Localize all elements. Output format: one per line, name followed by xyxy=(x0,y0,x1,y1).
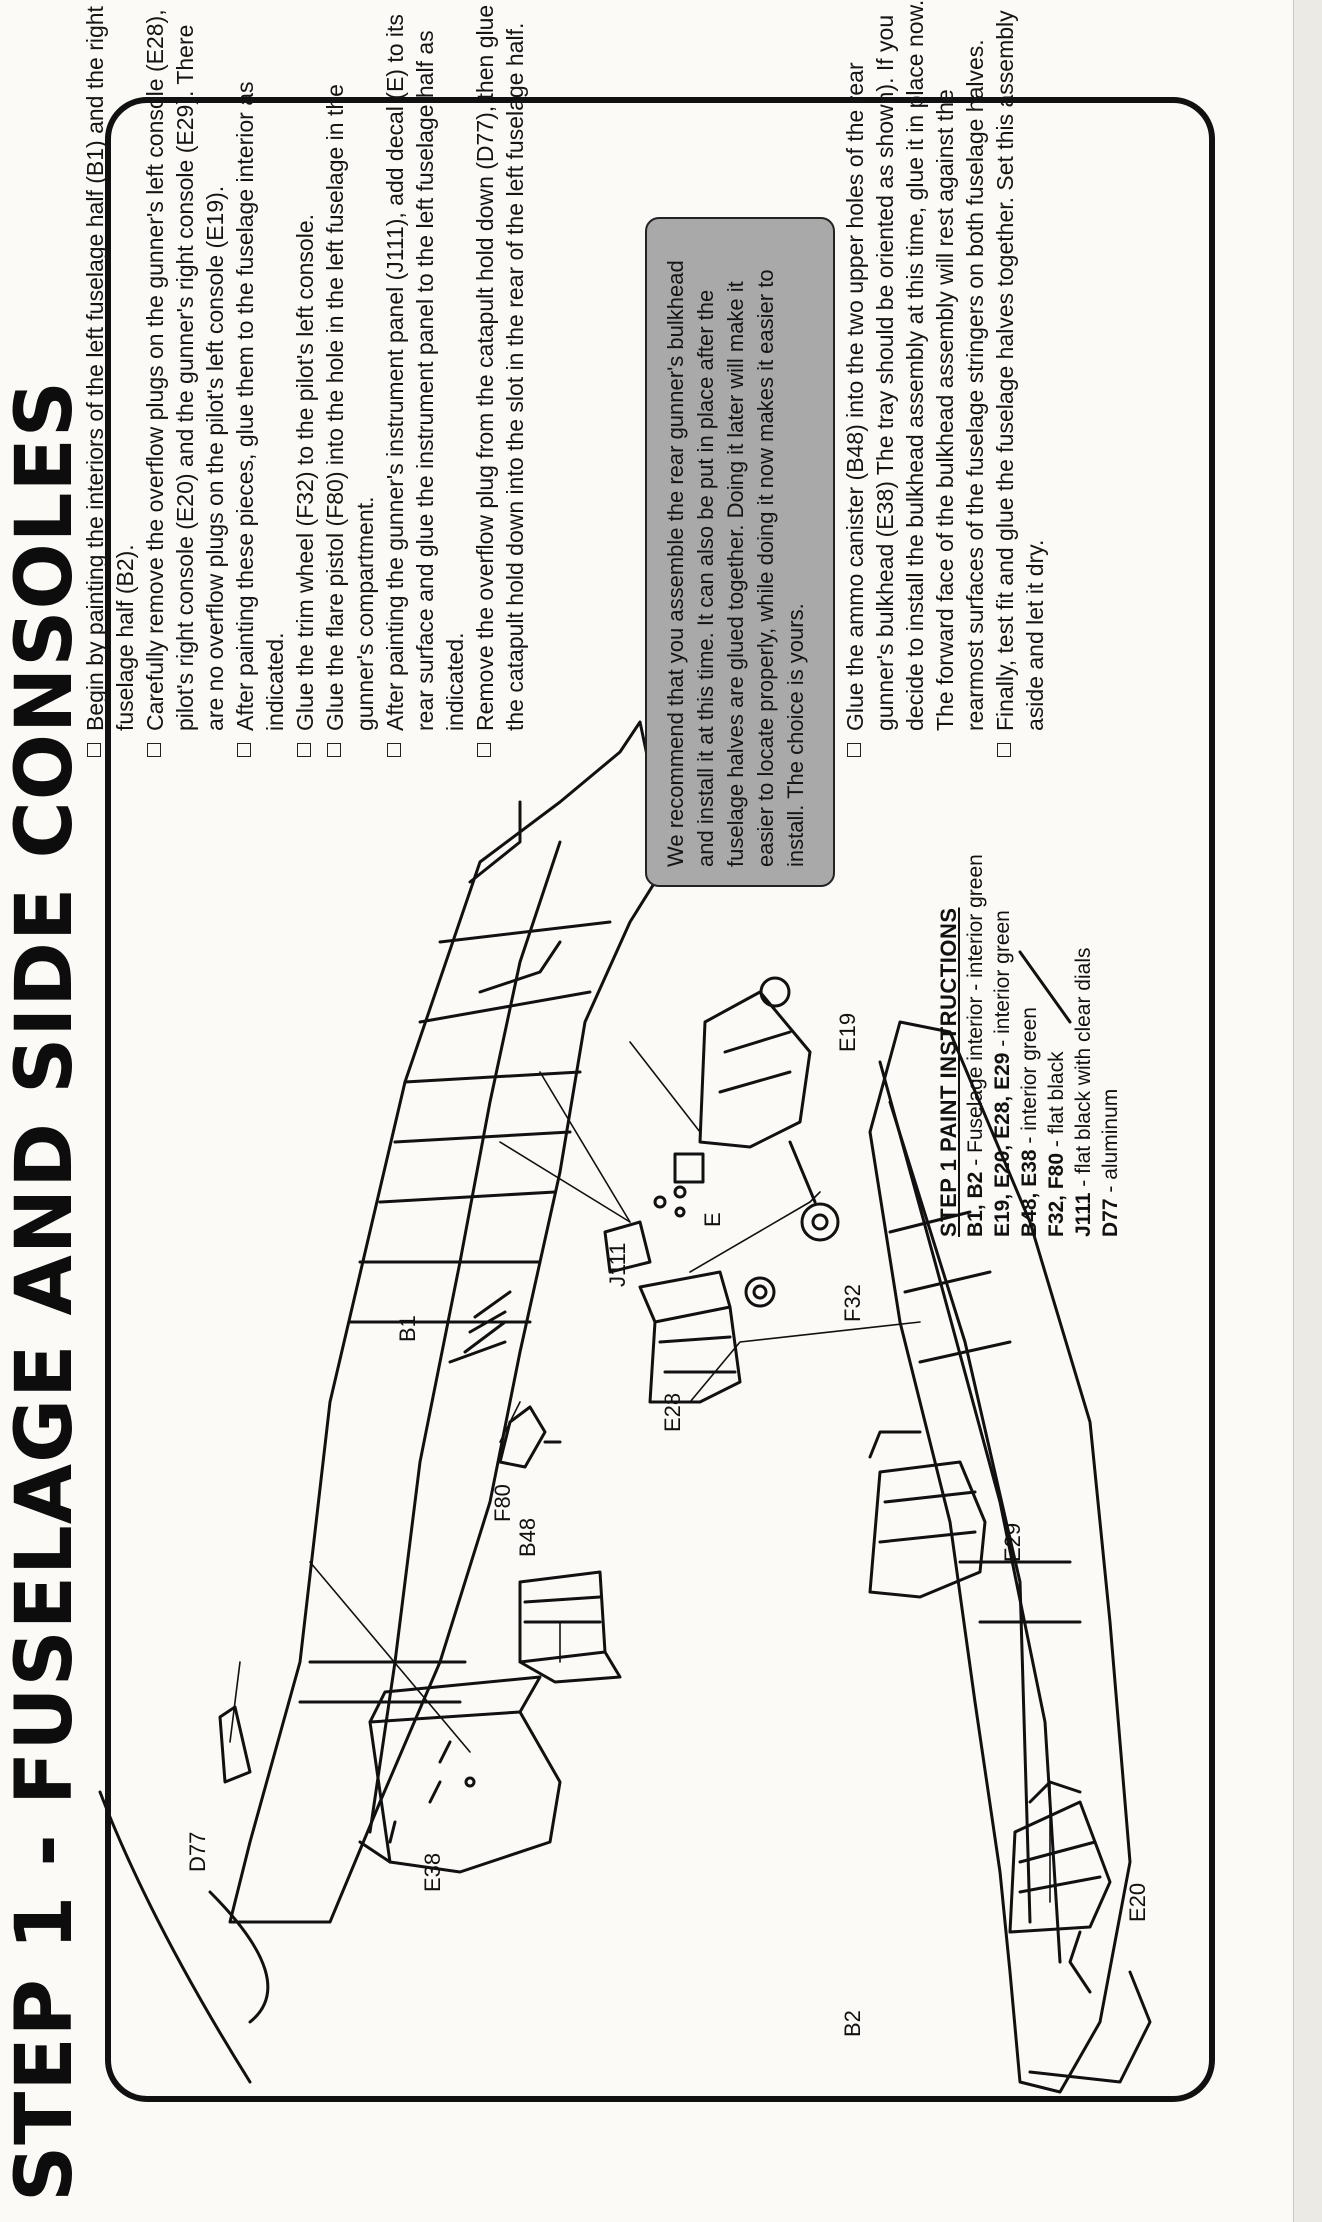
label-e-decal: E xyxy=(700,1212,725,1227)
label-e38: E38 xyxy=(420,1852,445,1892)
label-b1: B1 xyxy=(395,1315,420,1342)
label-f80: F80 xyxy=(490,1484,515,1522)
instruction-item: Begin by painting the interiors of the l… xyxy=(80,0,140,757)
fuselage-b1-drawing xyxy=(98,720,662,2084)
console-e28-drawing xyxy=(638,1270,776,1404)
label-j111: J111 xyxy=(605,1242,630,1287)
label-b2: B2 xyxy=(840,2010,865,2037)
checkbox-icon[interactable] xyxy=(477,743,491,757)
checkbox-icon[interactable] xyxy=(237,743,251,757)
label-b48: B48 xyxy=(515,1517,540,1557)
paint-line: E19, E20, E28, E29 - interior green xyxy=(991,910,1014,1237)
instruction-item: Finally, test fit and glue the fuselage … xyxy=(990,0,1050,757)
paint-line: D77 - aluminum xyxy=(1099,1088,1122,1237)
checkbox-icon[interactable] xyxy=(327,743,341,757)
paint-instructions: STEP 1 PAINT INSTRUCTIONS B1, B2 - Fusel… xyxy=(935,677,1124,1237)
checkbox-icon[interactable] xyxy=(847,743,861,757)
label-e28: E28 xyxy=(660,1392,685,1432)
label-e19: E19 xyxy=(835,1012,860,1052)
console-e19-drawing xyxy=(698,976,840,1242)
console-e20-drawing xyxy=(1008,1780,1112,1934)
instruction-item: Glue the trim wheel (F32) to the pilot's… xyxy=(290,0,320,757)
page-edge xyxy=(1293,0,1322,2222)
instruction-item: Remove the overflow plug from the catapu… xyxy=(470,0,530,757)
paint-heading: STEP 1 PAINT INSTRUCTIONS xyxy=(936,907,961,1237)
instrument-panel-j111-drawing xyxy=(603,1152,705,1274)
flare-pistol-f80-drawing xyxy=(498,1405,562,1469)
label-d77: D77 xyxy=(185,1831,210,1872)
paint-line: B1, B2 - Fuselage interior - interior gr… xyxy=(964,854,987,1237)
instruction-item: Glue the flare pistol (F80) into the hol… xyxy=(320,0,380,757)
label-e29: E29 xyxy=(1000,1522,1025,1562)
catapult-d77-drawing xyxy=(218,1705,252,1784)
leader-lines xyxy=(229,1041,1051,1903)
checkbox-icon[interactable] xyxy=(87,743,101,757)
instruction-item: Glue the ammo canister (B48) into the tw… xyxy=(840,0,990,757)
paint-line: J111 - flat black with clear dials xyxy=(1072,947,1095,1238)
label-f32: F32 xyxy=(840,1284,865,1322)
instruction-item: After painting the gunner's instrument p… xyxy=(380,0,470,757)
paint-line: F32, F80 - flat black xyxy=(1045,1051,1068,1237)
checkbox-icon[interactable] xyxy=(997,743,1011,757)
checkbox-icon[interactable] xyxy=(147,743,161,757)
label-e20: E20 xyxy=(1125,1882,1150,1922)
instructions-top: Begin by painting the interiors of the l… xyxy=(80,0,530,757)
paint-line: B48, E38 - interior green xyxy=(1018,1007,1041,1237)
instruction-item: After painting these pieces, glue them t… xyxy=(230,0,290,757)
instructions-bottom: Glue the ammo canister (B48) into the tw… xyxy=(840,0,1050,757)
bulkhead-e38-drawing xyxy=(358,1675,562,1874)
recommendation-callout: We recommend that you assemble the rear … xyxy=(645,217,835,887)
console-e29-drawing xyxy=(868,1430,987,1599)
checkbox-icon[interactable] xyxy=(387,743,401,757)
ammo-canister-b48-drawing xyxy=(518,1570,622,1684)
instruction-item: Carefully remove the overflow plugs on t… xyxy=(140,0,230,757)
checkbox-icon[interactable] xyxy=(297,743,311,757)
